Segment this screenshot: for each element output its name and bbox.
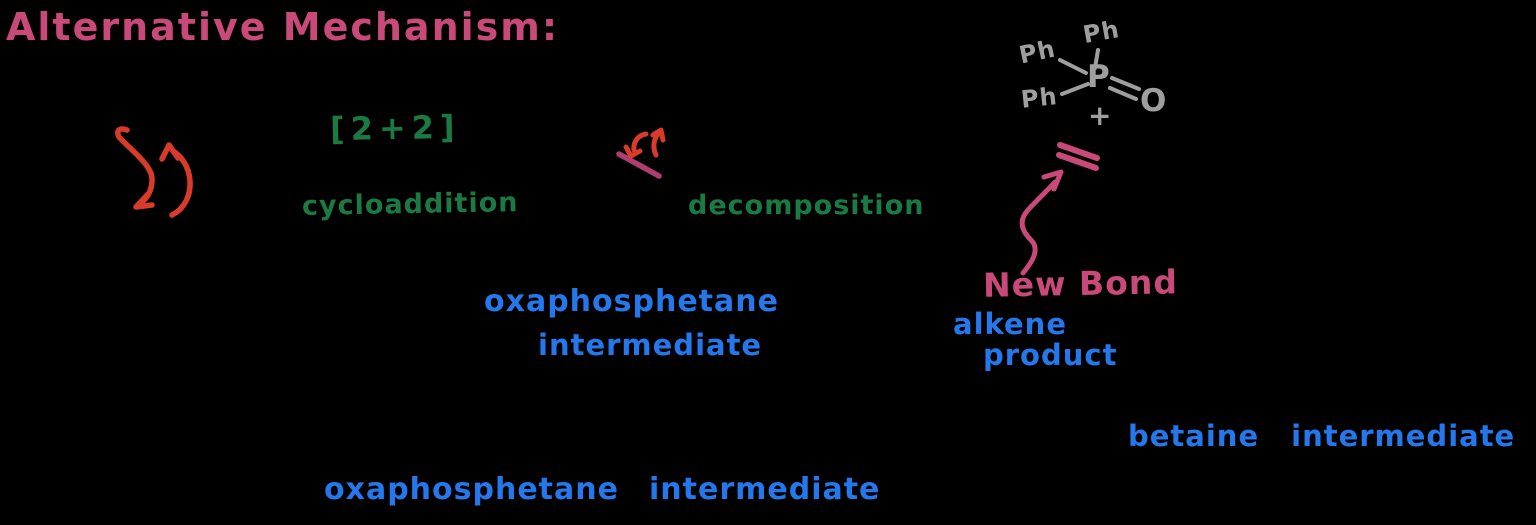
oxaphosphetane-bottom-word: oxaphosphetane xyxy=(324,472,619,507)
bond-p-o-lower xyxy=(1108,86,1138,101)
page-title: Alternative Mechanism: xyxy=(6,5,560,49)
phenyl-label-left: Ph xyxy=(1016,34,1059,70)
new-bond-arrow xyxy=(1019,169,1064,276)
phenyl-label-bottom: Ph xyxy=(1019,82,1060,114)
oxaphosphetane-center-line2: intermediate xyxy=(538,328,763,362)
mini-arrow-left-head xyxy=(623,144,643,159)
curly-arrow-right xyxy=(169,148,193,218)
bond-ph-top xyxy=(1093,48,1100,70)
mini-arrow-right-head xyxy=(650,127,666,143)
breaking-bond-line xyxy=(616,151,662,179)
bond-ph-left xyxy=(1058,58,1088,75)
oxaphosphetane-bottom-label: oxaphosphetane intermediate xyxy=(324,475,880,505)
phenyl-label-top: Ph xyxy=(1080,15,1122,49)
alkene-product-line2: product xyxy=(983,338,1118,372)
oxygen-atom-label: O xyxy=(1140,83,1168,119)
oxaphosphetane-bottom-intermediate-word: intermediate xyxy=(648,472,881,507)
mini-arrow-left xyxy=(631,131,649,153)
plus-sign: + xyxy=(1088,99,1113,132)
decomposition-label: decomposition xyxy=(688,190,925,221)
alkene-double-bond xyxy=(1056,142,1100,171)
phosphine-oxide-bonds xyxy=(1058,48,1141,101)
curly-arrow-left-head xyxy=(133,190,155,210)
new-bond-label: New Bond xyxy=(982,262,1179,305)
bond-ph-bottom xyxy=(1060,82,1090,96)
curly-arrow-pair xyxy=(115,126,193,218)
alkene-product-line1: alkene xyxy=(953,307,1067,341)
mini-curly-arrows xyxy=(616,127,666,179)
betaine-word: betaine xyxy=(1128,419,1260,453)
bond-p-o-upper xyxy=(1110,76,1141,91)
new-bond-arrow-head xyxy=(1041,169,1064,192)
oxaphosphetane-center-line1: oxaphosphetane xyxy=(484,284,779,319)
betaine-intermediate-word: intermediate xyxy=(1291,419,1516,453)
betaine-intermediate-label: betaine intermediate xyxy=(1128,422,1515,451)
cycloaddition-bracket: [2+2] xyxy=(329,107,461,149)
phosphorus-atom-label: P xyxy=(1087,59,1111,95)
cycloaddition-label: cycloaddition xyxy=(301,187,519,222)
curly-arrow-right-head xyxy=(159,142,181,162)
